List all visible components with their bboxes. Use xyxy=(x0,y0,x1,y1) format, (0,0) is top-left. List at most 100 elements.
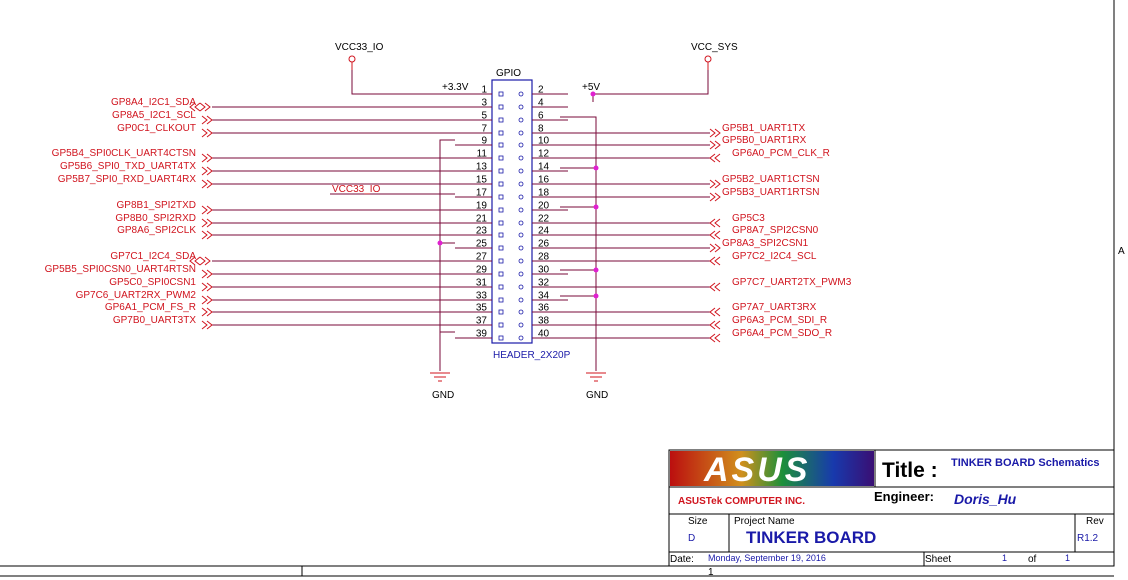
pin-number-4: 4 xyxy=(538,98,544,109)
pin-number-21: 21 xyxy=(476,214,488,225)
rev-label: Rev xyxy=(1086,516,1104,527)
connector-13-chevron-a xyxy=(201,166,208,176)
connector-12-chevron-b xyxy=(709,153,716,163)
net-label-31: GP5C0_SPI0CSN1 xyxy=(109,277,196,288)
connector-27-r-chevron-b xyxy=(204,256,211,266)
connector-29-chevron-b xyxy=(206,269,213,279)
junctions xyxy=(437,91,599,299)
vcc-sys-symbol xyxy=(704,55,712,70)
pin-pad-35 xyxy=(498,309,504,315)
pin-pad-32 xyxy=(518,284,524,290)
connector-3-r-chevron-a xyxy=(199,102,206,112)
connector-7-chevron-a xyxy=(201,128,208,138)
net-label-8: GP5B1_UART1TX xyxy=(722,123,806,134)
net-label-37: GP7B0_UART3TX xyxy=(113,315,197,326)
pin-pad-9 xyxy=(498,142,504,148)
pin-number-30: 30 xyxy=(538,265,550,276)
pin-number-22: 22 xyxy=(538,214,550,225)
pin-pad-1 xyxy=(498,91,504,97)
pin-number-31: 31 xyxy=(476,278,488,289)
connector-22-chevron-a xyxy=(714,218,721,228)
pin-number-37: 37 xyxy=(476,316,488,327)
pin-number-10: 10 xyxy=(538,136,550,147)
net-label-27: GP7C1_I2C4_SDA xyxy=(110,251,196,262)
of-label: of xyxy=(1028,554,1037,565)
connector-27-r-chevron-a xyxy=(199,256,206,266)
pin-pad-7 xyxy=(498,130,504,136)
connector-33-chevron-a xyxy=(201,295,208,305)
connector-27-chevron-b xyxy=(189,256,196,266)
size-value: D xyxy=(688,533,695,544)
pin-pad-2 xyxy=(518,91,524,97)
pin17-net-label: VCC33_IO xyxy=(332,184,381,195)
pin-pad-37 xyxy=(498,322,504,328)
pin-number-28: 28 xyxy=(538,252,550,263)
net-label-40: GP6A4_PCM_SDO_R xyxy=(732,328,832,339)
connector-35-chevron-a xyxy=(201,307,208,317)
pin-number-19: 19 xyxy=(476,201,488,212)
zone-letter: A xyxy=(1118,246,1125,257)
connector-10-chevron-b xyxy=(714,140,721,150)
pin-number-8: 8 xyxy=(538,124,544,135)
connector-11-chevron-a xyxy=(201,153,208,163)
size-label: Size xyxy=(688,516,708,527)
connector-16-chevron-a xyxy=(709,179,716,189)
pin-pad-36 xyxy=(518,309,524,315)
column-number: 1 xyxy=(708,567,714,578)
net-label-22: GP5C3 xyxy=(732,213,765,224)
date-value: Monday, September 19, 2016 xyxy=(708,553,826,563)
net-label-21: GP8B0_SPI2RXD xyxy=(115,213,196,224)
connector-13-chevron-b xyxy=(206,166,213,176)
title-value: TINKER BOARD Schematics xyxy=(951,457,1100,469)
pin-pad-24 xyxy=(518,232,524,238)
pin-number-2: 2 xyxy=(538,85,544,96)
connector-38-chevron-a xyxy=(714,320,721,330)
connector-32-chevron-a xyxy=(714,282,721,292)
company-name: ASUSTek COMPUTER INC. xyxy=(678,496,805,507)
pin-number-38: 38 xyxy=(538,316,550,327)
pin-pad-8 xyxy=(518,130,524,136)
pin-pad-39 xyxy=(498,335,504,341)
rail-label-right: +5V xyxy=(582,82,600,93)
project-label: Project Name xyxy=(734,516,795,527)
connector-7-chevron-b xyxy=(206,128,213,138)
vcc-io-symbol xyxy=(348,55,356,70)
connector-19-chevron-b xyxy=(206,205,213,215)
connector-38-chevron-b xyxy=(709,320,716,330)
connector-26-chevron-a xyxy=(709,243,716,253)
pin-pad-20 xyxy=(518,207,524,213)
pin-number-39: 39 xyxy=(476,329,488,340)
pin-pad-14 xyxy=(518,168,524,174)
pin-pad-3 xyxy=(498,104,504,110)
pin-pad-31 xyxy=(498,284,504,290)
pin-pad-10 xyxy=(518,142,524,148)
connector-33-chevron-b xyxy=(206,295,213,305)
pin-number-20: 20 xyxy=(538,201,550,212)
pin-pad-29 xyxy=(498,271,504,277)
date-label: Date: xyxy=(670,554,694,565)
net-label-3: GP8A4_I2C1_SDA xyxy=(111,97,196,108)
gnd-label-right: GND xyxy=(586,390,608,401)
connector-36-chevron-b xyxy=(709,307,716,317)
pin-pad-33 xyxy=(498,297,504,303)
pin-number-23: 23 xyxy=(476,226,488,237)
net-label-36: GP7A7_UART3RX xyxy=(732,302,817,313)
net-label-5: GP8A5_I2C1_SCL xyxy=(112,110,196,121)
pin-number-24: 24 xyxy=(538,226,550,237)
pin-number-34: 34 xyxy=(538,291,550,302)
pin-pad-5 xyxy=(498,117,504,123)
component-footprint: HEADER_2X20P xyxy=(493,350,571,361)
connector-8-chevron-b xyxy=(714,128,721,138)
pin-number-11: 11 xyxy=(477,149,488,160)
gnd-symbol-left xyxy=(430,372,450,382)
asus-logo-text: ASUS xyxy=(703,451,810,489)
net-label-10: GP5B0_UART1RX xyxy=(722,135,807,146)
connector-3-r-chevron-b xyxy=(204,102,211,112)
pin-number-32: 32 xyxy=(538,278,550,289)
pin-number-14: 14 xyxy=(538,162,550,173)
connector-23-chevron-a xyxy=(201,230,208,240)
pin-number-12: 12 xyxy=(538,149,550,160)
net-label-28: GP7C2_I2C4_SCL xyxy=(732,251,817,262)
connector-40-chevron-a xyxy=(714,333,721,343)
gnd-symbol-right xyxy=(586,372,606,382)
